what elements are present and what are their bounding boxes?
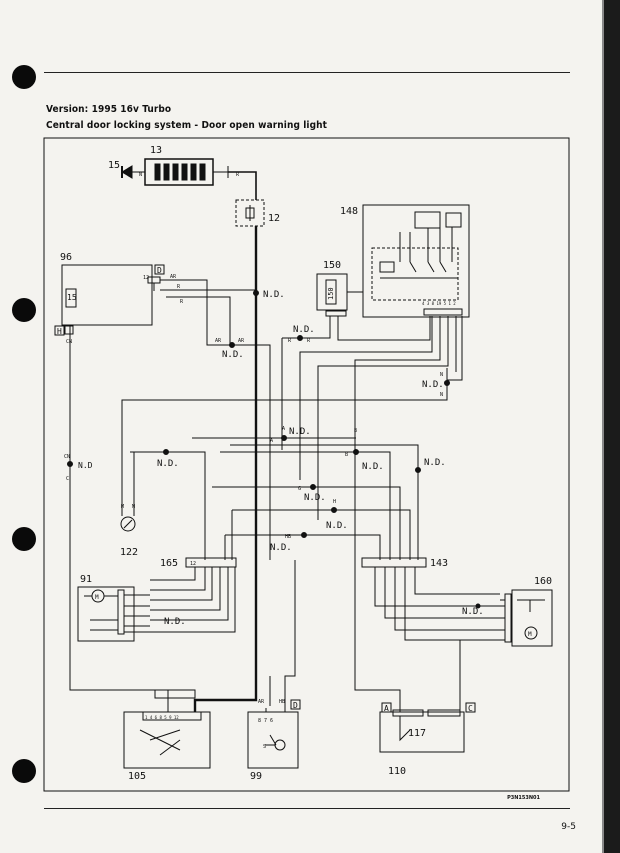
component-122: 122 M M	[120, 452, 138, 558]
connector-marker-d	[154, 264, 165, 275]
version-heading: Version: 1995 16v Turbo	[46, 104, 172, 115]
svg-text:D: D	[293, 701, 298, 710]
wire-n: N	[139, 172, 142, 178]
svg-text:12: 12	[190, 561, 196, 567]
label-13: 13	[150, 145, 162, 156]
label-12: 12	[268, 213, 280, 224]
svg-text:H: H	[57, 327, 62, 336]
svg-text:M: M	[121, 504, 124, 510]
component-99: 8 7 6 S AR HB D 99	[247, 699, 301, 782]
label-160: 160	[534, 576, 552, 587]
ground-15: 15 N	[108, 160, 145, 179]
svg-text:N.D.: N.D.	[424, 458, 446, 468]
svg-text:N: N	[440, 372, 443, 378]
svg-text:1 4 6 8 5 9 12: 1 4 6 8 5 9 12	[145, 715, 179, 720]
svg-text:S: S	[263, 744, 266, 750]
label-15: 15	[108, 160, 120, 171]
page-edge-shadow	[604, 0, 620, 853]
svg-text:N: N	[440, 392, 443, 398]
diagram-frame	[43, 137, 570, 792]
diagram-title: Central door locking system - Door open …	[46, 120, 328, 131]
svg-text:N.D.: N.D.	[289, 427, 311, 437]
component-12: 12	[235, 199, 280, 227]
component-13: 13	[144, 145, 229, 186]
component-160: 160 M	[504, 576, 553, 647]
component-150: 150 150	[316, 260, 348, 317]
punch-hole	[12, 65, 36, 89]
punch-hole	[12, 527, 36, 551]
svg-text:R: R	[177, 284, 181, 290]
label-96: 96	[60, 252, 72, 263]
punch-hole	[12, 759, 36, 783]
component-105: 1 4 6 8 5 9 12 105	[123, 689, 211, 782]
label-110: 110	[388, 766, 406, 777]
label-91: 91	[80, 574, 92, 585]
svg-text:H: H	[333, 499, 336, 505]
label-148: 148	[340, 206, 358, 217]
svg-text:HB: HB	[279, 699, 285, 705]
component-148: 148 4 3 8 19 5 1 2	[340, 204, 470, 318]
svg-text:B: B	[345, 452, 348, 458]
svg-text:8 7 6: 8 7 6	[258, 718, 273, 724]
svg-text:R: R	[288, 338, 292, 344]
wire-r: R	[236, 172, 240, 178]
label-122: 122	[120, 547, 138, 558]
label-117: 117	[408, 728, 426, 739]
pins-148: 4 3 8 19 5 1 2	[422, 301, 456, 306]
svg-text:M: M	[132, 504, 135, 510]
svg-text:N.D.: N.D.	[326, 521, 348, 531]
nd-label: N.D.	[263, 290, 285, 300]
top-rule	[44, 72, 570, 73]
connector-marker-h: H CN	[54, 325, 74, 345]
label-165: 165	[160, 558, 178, 569]
component-91: 91 M	[77, 574, 135, 642]
label-99: 99	[250, 771, 262, 782]
svg-text:N.D.: N.D.	[462, 607, 484, 617]
page-edge-line	[602, 0, 604, 853]
label-15-inner: 15	[67, 293, 77, 302]
svg-text:G: G	[298, 486, 301, 492]
svg-text:A: A	[282, 426, 285, 432]
label-150: 150	[323, 260, 341, 271]
svg-text:N.D.: N.D.	[164, 617, 186, 627]
svg-text:M: M	[95, 594, 99, 601]
bottom-rule	[44, 808, 570, 809]
pins-96: 12	[143, 275, 149, 281]
component-143: 143	[361, 557, 448, 569]
relay-150-text: 150	[327, 287, 335, 300]
svg-text:M: M	[528, 631, 532, 638]
svg-text:C: C	[468, 704, 473, 713]
svg-text:D: D	[157, 266, 162, 275]
svg-text:AR: AR	[258, 699, 265, 705]
label-143: 143	[430, 558, 448, 569]
svg-text:AR: AR	[238, 338, 245, 344]
svg-text:R: R	[180, 299, 184, 305]
svg-text:N.D.: N.D.	[422, 380, 444, 390]
svg-text:N.D.: N.D.	[304, 493, 326, 503]
svg-text:CN: CN	[66, 339, 72, 345]
svg-text:A: A	[384, 704, 389, 713]
svg-text:R: R	[307, 338, 311, 344]
svg-text:N.D.: N.D.	[222, 350, 244, 360]
component-165: 165 12	[160, 557, 237, 569]
svg-text:C: C	[66, 476, 69, 482]
svg-text:B: B	[354, 428, 357, 434]
component-110: A C 117 110	[379, 702, 476, 777]
svg-text:HB: HB	[285, 534, 291, 540]
svg-text:AR: AR	[170, 274, 177, 280]
punch-hole	[12, 298, 36, 322]
svg-text:N.D.: N.D.	[293, 325, 315, 335]
diagram-ref-code: P3N153N01	[507, 795, 540, 801]
svg-text:N.D: N.D	[78, 461, 93, 470]
svg-text:AR: AR	[215, 338, 222, 344]
svg-text:CN: CN	[64, 454, 70, 460]
label-105: 105	[128, 771, 146, 782]
page-number: 9-5	[561, 822, 576, 832]
svg-text:A: A	[270, 438, 273, 444]
svg-text:N.D.: N.D.	[362, 462, 384, 472]
svg-text:N.D.: N.D.	[270, 543, 292, 553]
svg-text:N.D.: N.D.	[157, 459, 179, 469]
component-96: 96 15 12	[60, 252, 161, 326]
